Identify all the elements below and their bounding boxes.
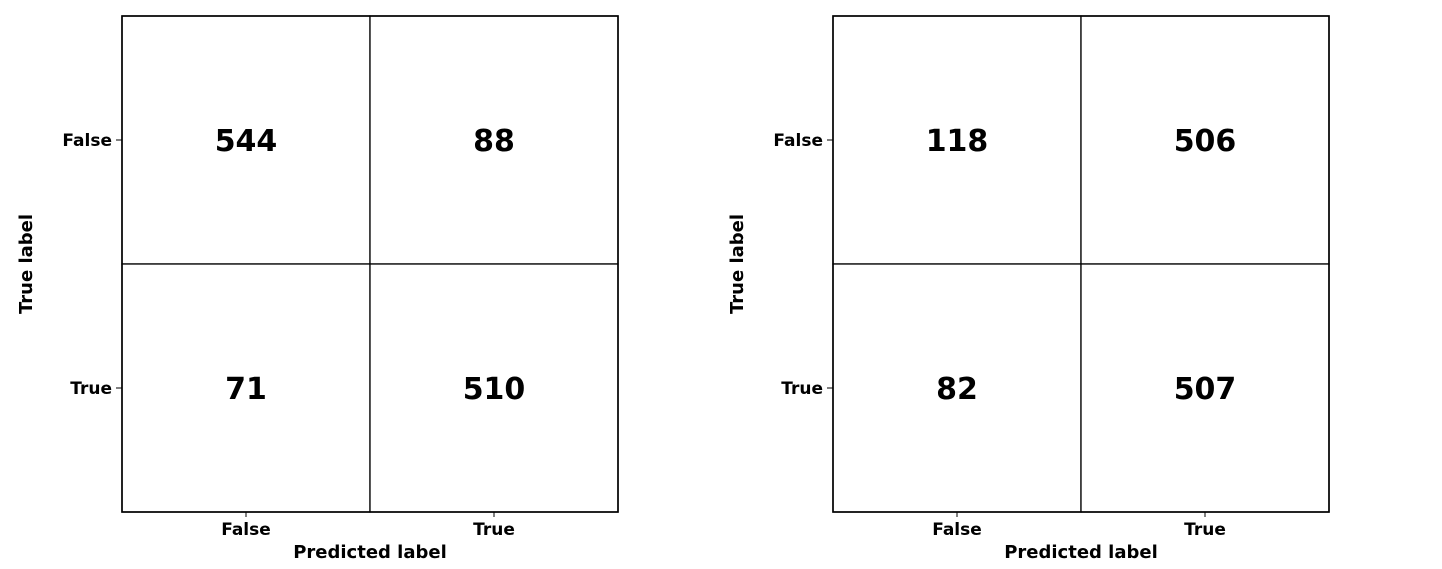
- x-tick-label: False: [932, 520, 982, 540]
- y-tick-label: False: [773, 131, 823, 151]
- cell-left-r0-c1: [369, 15, 619, 265]
- y-axis-label: True label: [16, 214, 37, 314]
- cell-right-r0-c0: [832, 15, 1082, 265]
- cell-value: 88: [473, 124, 515, 159]
- plot-frame: [121, 15, 619, 513]
- x-tick-label: False: [221, 520, 271, 540]
- cell-left-r0-c0: [121, 15, 371, 265]
- y-tick-label: False: [62, 131, 112, 151]
- x-tick-label: True: [473, 520, 515, 540]
- y-tick-label: True: [70, 379, 112, 399]
- plot-frame: [832, 15, 1330, 513]
- cell-left-r1-c0: [121, 263, 371, 513]
- cell-value: 544: [215, 124, 278, 159]
- cell-value: 82: [936, 372, 978, 407]
- cell-right-r1-c1: [1080, 263, 1330, 513]
- x-tick-label: True: [1184, 520, 1226, 540]
- cell-value: 506: [1174, 124, 1237, 159]
- cell-value: 510: [463, 372, 526, 407]
- x-axis-label: Predicted label: [1004, 542, 1158, 563]
- cell-value: 118: [926, 124, 989, 159]
- x-axis-label: Predicted label: [293, 542, 447, 563]
- y-tick-label: True: [781, 379, 823, 399]
- cell-value: 71: [225, 372, 267, 407]
- cell-left-r1-c1: [369, 263, 619, 513]
- cell-right-r1-c0: [832, 263, 1082, 513]
- cell-value: 507: [1174, 372, 1237, 407]
- y-axis-label: True label: [727, 214, 748, 314]
